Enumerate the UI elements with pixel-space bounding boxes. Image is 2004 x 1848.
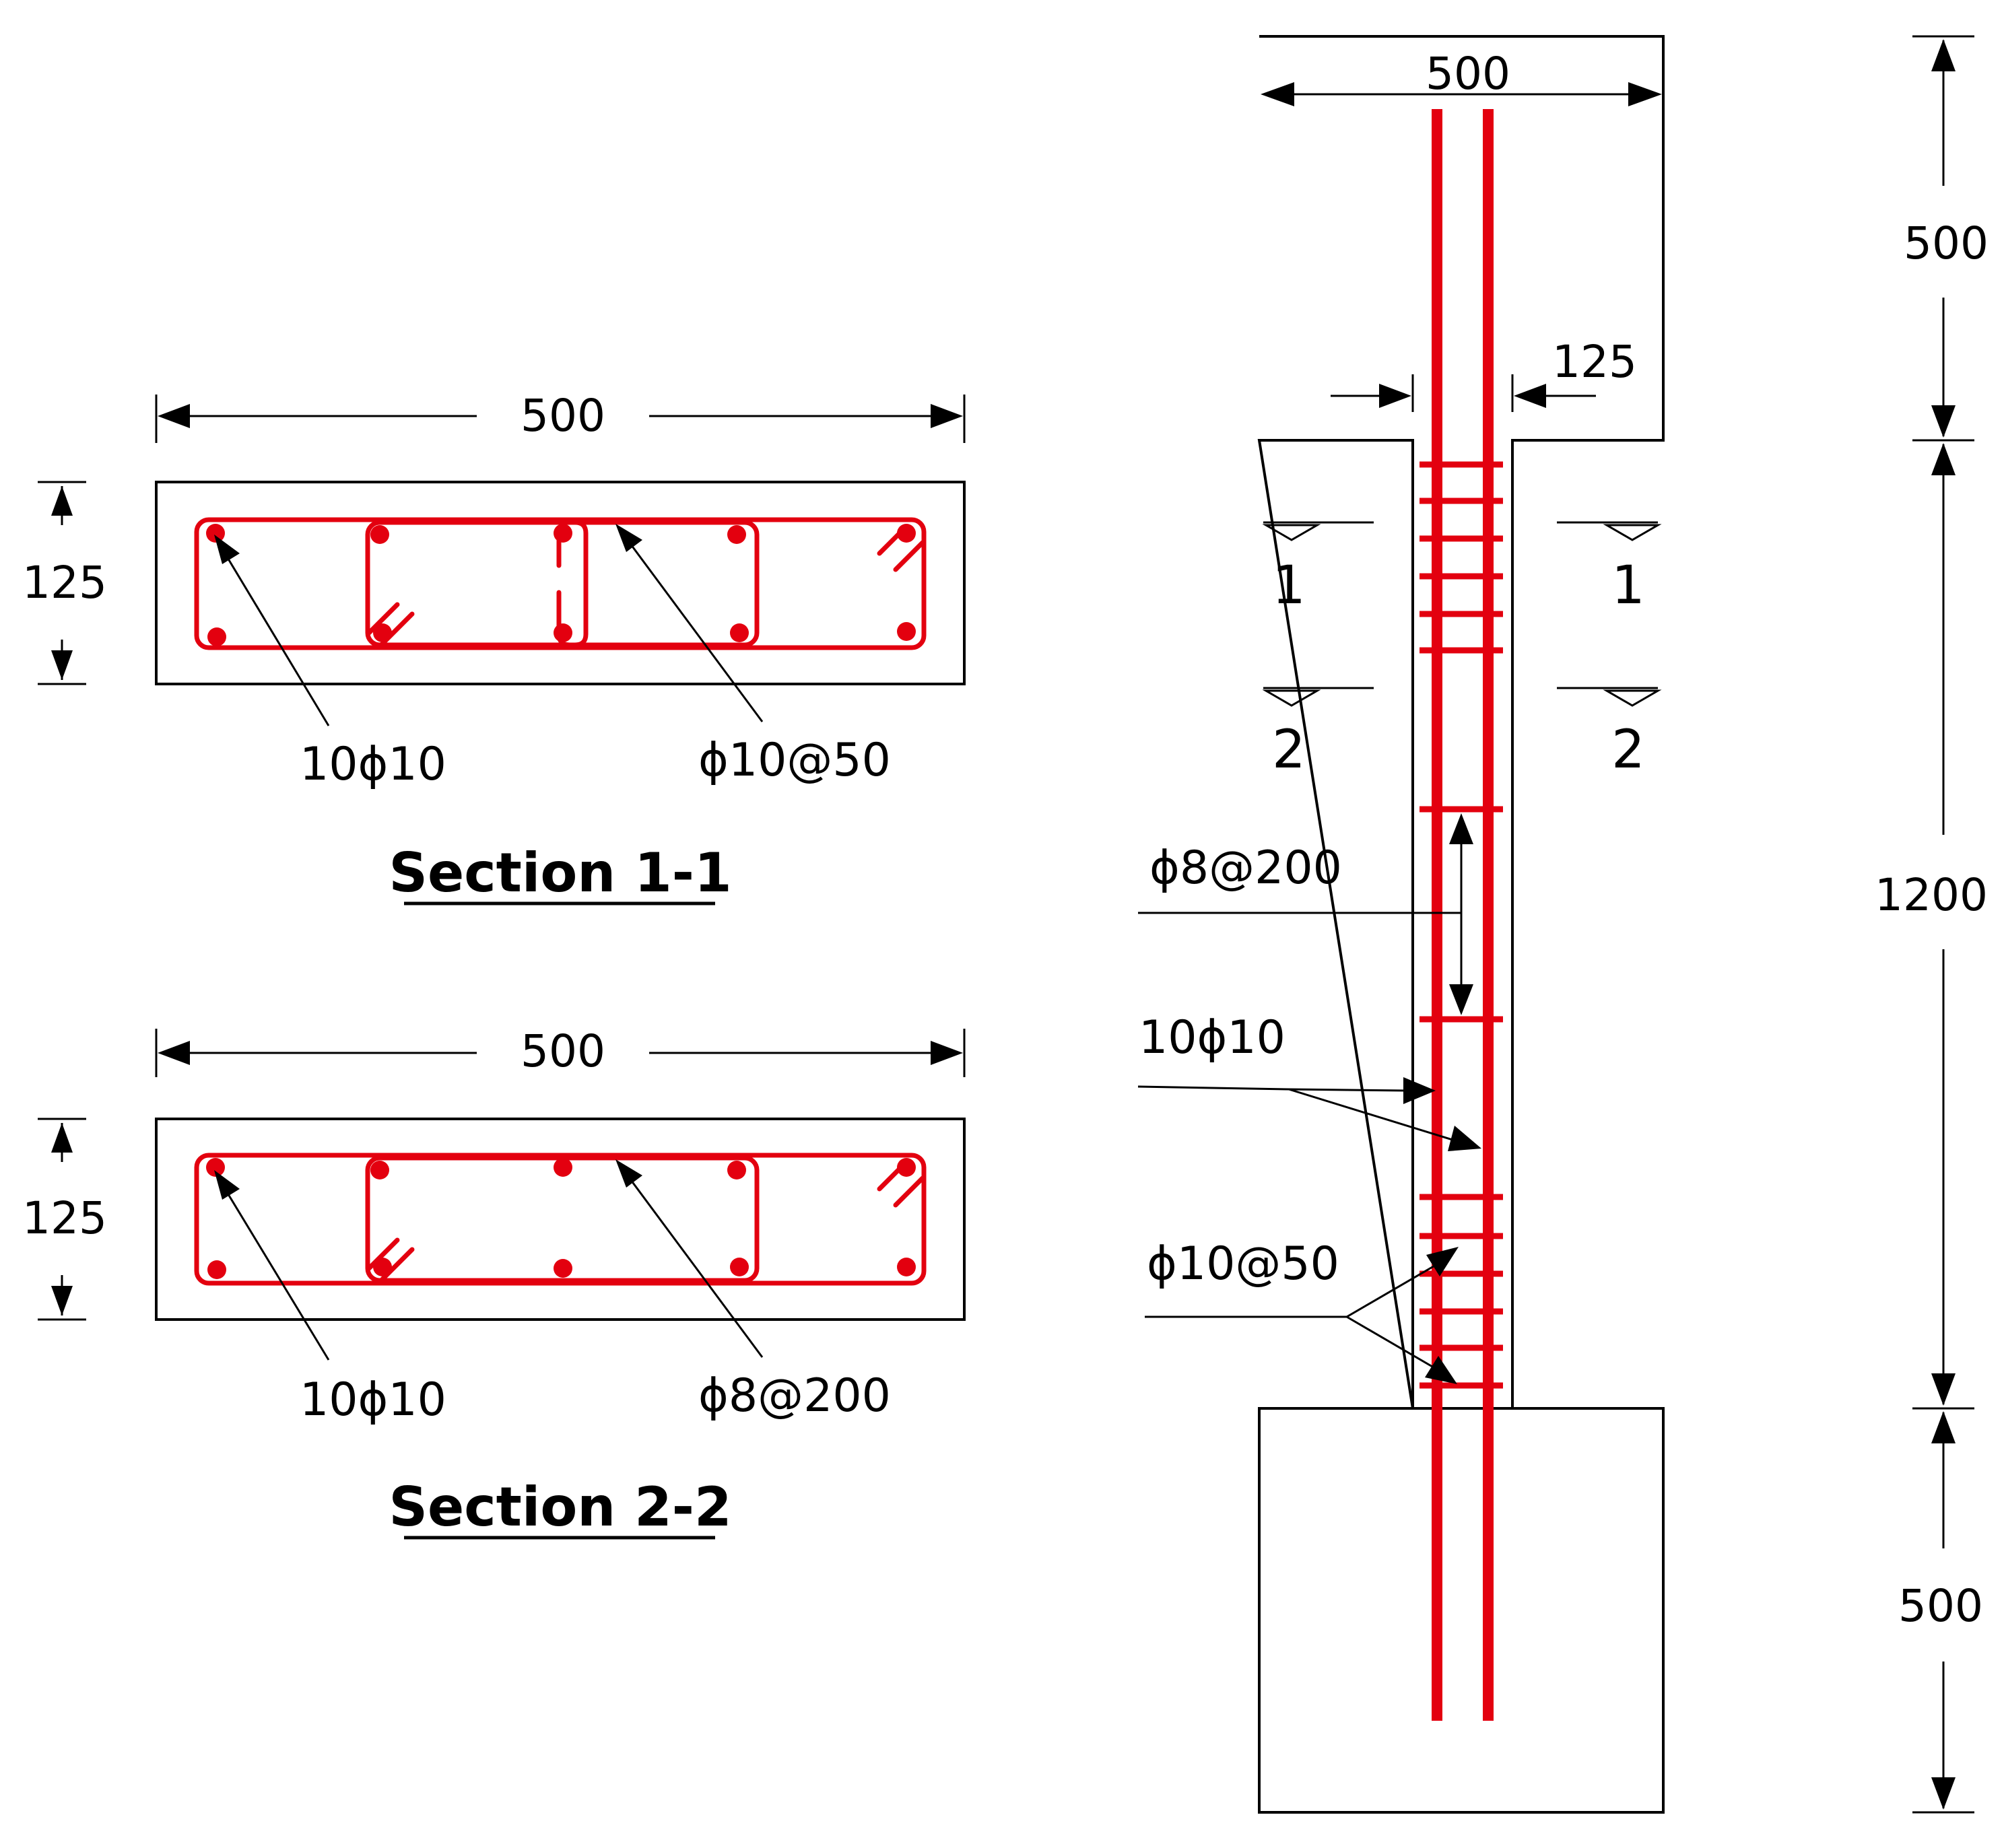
- s2-title: Section 2-2: [389, 1476, 731, 1538]
- cut-2-label-left: 2: [1272, 720, 1306, 780]
- s1-height-label: 125: [22, 557, 107, 609]
- bottom-block-height-label: 500: [1898, 1580, 1983, 1632]
- s2-concrete-outline: [155, 1118, 966, 1321]
- spacing-200-annotation: ϕ8@200: [1138, 813, 1473, 1015]
- s1-centre-tie: [556, 520, 589, 648]
- cut-marker-1: 1 1: [1262, 521, 1662, 616]
- s1-height-dimension: 125: [22, 481, 107, 685]
- spacing-50-label: ϕ10@50: [1147, 1237, 1339, 1291]
- elevation-stirrups: [1420, 461, 1503, 1389]
- long-bars-annotation: 10ϕ10: [1137, 1011, 1481, 1151]
- cut-marker-2: 2 2: [1262, 687, 1662, 780]
- s2-long-bars-label: 10ϕ10: [300, 1373, 446, 1427]
- cut-2-label-right: 2: [1611, 720, 1645, 780]
- head-width-label: 500: [1426, 48, 1510, 100]
- s2-longitudinal-bars: [206, 1158, 916, 1279]
- s2-width-dimension: 500: [155, 1025, 966, 1077]
- web-height-label: 1200: [1875, 869, 1988, 921]
- s1-title: Section 1-1: [389, 842, 731, 904]
- cut-1-label-left: 1: [1272, 555, 1306, 616]
- s2-outer-hoop: [194, 1153, 927, 1286]
- s2-stirrup-label: ϕ8@200: [698, 1369, 891, 1423]
- top-block-height-label: 500: [1904, 217, 1989, 269]
- vertical-dimension-chain: 500 1200 500: [1875, 35, 1989, 1814]
- s2-crosstie: [365, 1155, 760, 1283]
- web-thickness-dimension: 125: [1331, 336, 1637, 412]
- s2-height-label: 125: [22, 1192, 107, 1244]
- spacing-50-annotation: ϕ10@50: [1145, 1237, 1459, 1384]
- elevation-view: 500 125: [1137, 35, 1989, 1814]
- s1-long-bars-label: 10ϕ10: [300, 738, 446, 791]
- s1-stirrup-label: ϕ10@50: [698, 734, 891, 787]
- elevation-top-block-outline: [1257, 35, 1665, 1409]
- s1-outer-hoop: [194, 517, 927, 650]
- section-1-1: 500 125: [22, 390, 966, 905]
- elevation-bottom-block-outline: [1258, 1407, 1665, 1814]
- s2-hook-left: [366, 1237, 415, 1283]
- cut-1-label-right: 1: [1611, 555, 1645, 616]
- s1-width-dimension: 500: [155, 390, 966, 443]
- section-2-2: 500 125: [22, 1025, 966, 1540]
- s2-width-label: 500: [521, 1025, 605, 1077]
- web-thickness-label: 125: [1552, 336, 1637, 388]
- s1-concrete-outline: [155, 481, 966, 685]
- head-width-dimension: 500: [1261, 48, 1662, 106]
- s1-longitudinal-bars: [206, 524, 916, 646]
- spacing-200-label: ϕ8@200: [1149, 842, 1342, 895]
- s2-height-dimension: 125: [22, 1118, 107, 1321]
- s1-width-label: 500: [521, 390, 605, 442]
- elevation-long-bars-label: 10ϕ10: [1139, 1011, 1285, 1064]
